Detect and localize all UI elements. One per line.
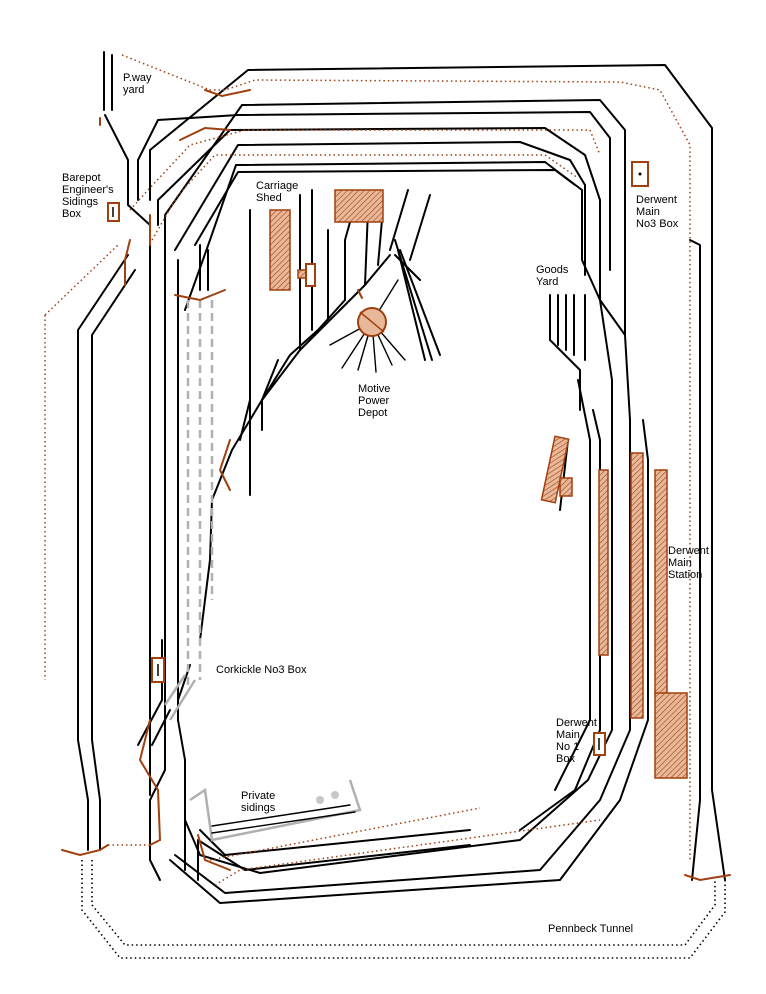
platform-2 <box>630 452 644 719</box>
motive-power-depot-label: Motive Power Depot <box>358 383 391 419</box>
motive-power-depot-turntable <box>329 279 406 373</box>
goods-office <box>559 477 573 497</box>
engine-shed-building <box>334 189 384 223</box>
brown-structure-lines <box>61 89 731 882</box>
station-building <box>654 692 688 779</box>
private-sidings <box>189 779 362 842</box>
carriage-shed-label: Carriage Shed <box>256 180 299 204</box>
corkickle-no3-box-label: Corkickle No3 Box <box>216 664 307 676</box>
private-sidings-label: Private sidings <box>241 790 276 814</box>
signal-boxes <box>107 161 649 756</box>
goods-shed-building <box>540 435 570 504</box>
corkickle-no3-signal-box <box>151 657 165 683</box>
goods-yard-label: Goods Yard <box>536 264 569 288</box>
derwent-main-no3-signal-box <box>631 161 649 187</box>
grey-storage-roads <box>163 300 214 721</box>
platform-3 <box>654 469 668 696</box>
derwent-main-no1-signal-box <box>593 732 606 756</box>
corkickle-area-tracks <box>137 244 209 746</box>
hidden-tunnel-tracks <box>81 860 726 959</box>
carriage-shed-building <box>269 209 291 291</box>
derwent-main-no1-box-label: Derwent Main No 1 Box <box>556 717 597 765</box>
derwent-main-no3-box-label: Derwent Main No3 Box <box>636 194 679 230</box>
goods-yard-sidings <box>549 294 586 511</box>
carriage-shed-box <box>305 263 316 287</box>
platform-1 <box>598 469 609 656</box>
carriage-shed-sidings <box>199 189 441 641</box>
pway-yard-label: P.way yard <box>123 72 152 96</box>
buildings <box>269 189 688 779</box>
barepot-signal-box <box>107 202 120 222</box>
scenery-boundary-lines <box>44 54 691 886</box>
derwent-main-station-label: Derwent Main Station <box>668 545 709 581</box>
main-line-tracks <box>77 51 726 904</box>
barepot-box-label: Barepot Engineer's Sidings Box <box>62 172 114 220</box>
pennbeck-tunnel-label: Pennbeck Tunnel <box>548 923 634 935</box>
